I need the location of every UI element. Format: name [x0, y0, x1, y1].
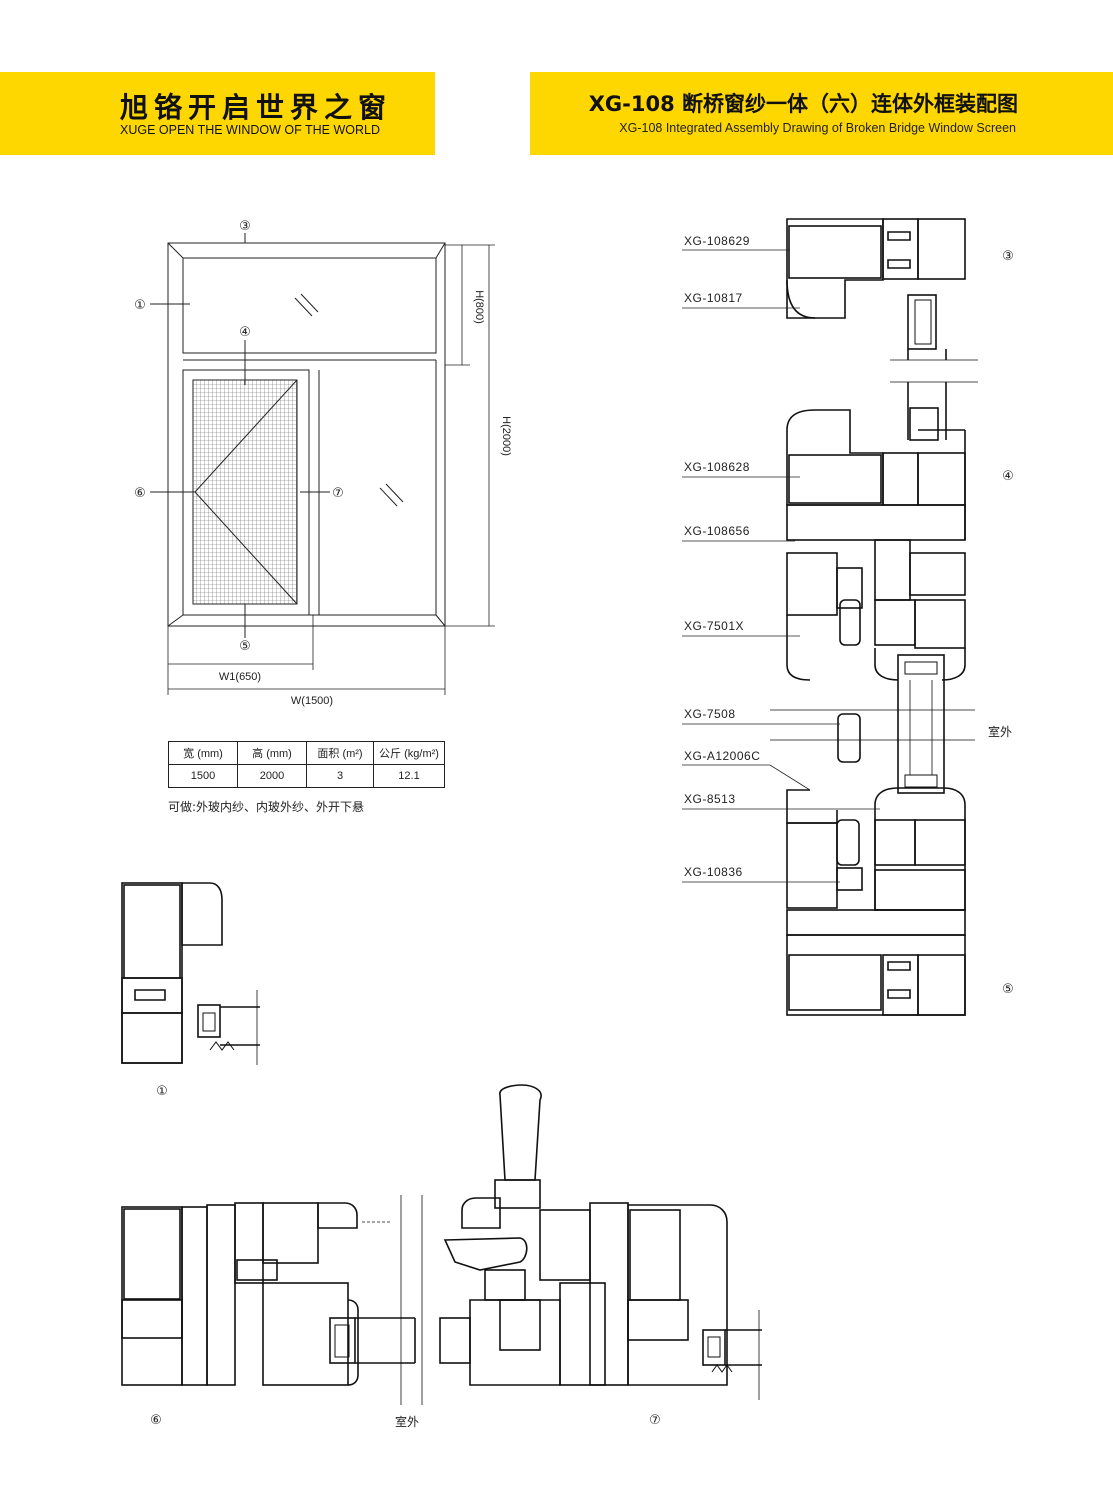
- dim-h-total: H(2000): [500, 416, 512, 456]
- section-marker-5: ⑤: [1002, 981, 1014, 996]
- label-xg-10817: XG-10817: [684, 291, 743, 305]
- vertical-section: [770, 218, 978, 1016]
- spec-weight-value: 12.1: [373, 764, 445, 788]
- horizontal-section: [121, 1084, 762, 1405]
- profile-xg-7501x: [786, 552, 838, 616]
- spec-header-height: 高 (mm): [237, 741, 307, 765]
- marker-1: ①: [134, 297, 146, 312]
- configuration-note: 可做:外玻内纱、内玻外纱、外开下悬: [168, 800, 365, 814]
- marker-6: ⑥: [134, 485, 146, 500]
- dim-w1: W1(650): [219, 671, 261, 683]
- dim-w: W(1500): [291, 695, 333, 707]
- brand-name-cn: 旭铬开启世界之窗: [120, 91, 393, 124]
- marker-5: ⑤: [239, 638, 251, 653]
- dim-h-top: H(800): [473, 290, 485, 324]
- section-markers: ③ ④ ⑤ 室外: [988, 248, 1014, 996]
- marker-4: ④: [239, 324, 251, 339]
- brand-banner: 旭铬开启世界之窗 XUGE OPEN THE WINDOW OF THE WOR…: [0, 72, 435, 155]
- spec-header-width: 宽 (mm): [168, 741, 238, 765]
- glass-middle-unit: [897, 654, 945, 794]
- bottom-outdoor-label: 室外: [395, 1414, 419, 1429]
- handle-lever: [443, 1237, 528, 1271]
- outer-frame: [167, 242, 446, 627]
- section-marker-6: ⑥: [150, 1412, 162, 1427]
- profile-xg-108629: [786, 218, 884, 319]
- label-xg-a12006c: XG-A12006C: [684, 749, 760, 763]
- marker-3: ③: [239, 218, 251, 233]
- spec-table-row: 1500 2000 3 12.1: [168, 764, 445, 788]
- drawing-title-cn: XG-108 断桥窗纱一体（六）连体外框装配图: [588, 92, 1018, 116]
- spec-table: 宽 (mm) 高 (mm) 面积 (m²) 公斤 (kg/m²) 1500 20…: [168, 741, 445, 788]
- dimension-lines: [167, 244, 495, 695]
- spec-height-value: 2000: [237, 764, 307, 788]
- profile-xg-7508: [837, 713, 861, 763]
- section-marker-3: ③: [1002, 248, 1014, 263]
- insect-screen-mesh: [192, 379, 298, 605]
- section-marker-4: ④: [1002, 468, 1014, 483]
- drawing-title-en: XG-108 Integrated Assembly Drawing of Br…: [619, 121, 1016, 135]
- handle-grip: [499, 1084, 542, 1181]
- profile-xg-8513: [786, 789, 838, 824]
- marker-7: ⑦: [332, 485, 344, 500]
- label-xg-7508: XG-7508: [684, 707, 736, 721]
- glass-top-unit: [907, 294, 937, 350]
- section-outdoor-label: 室外: [988, 724, 1012, 739]
- window-elevation: [150, 233, 446, 638]
- profile-xg-108656: [786, 504, 966, 541]
- spec-width-value: 1500: [168, 764, 238, 788]
- section-marker-7: ⑦: [649, 1412, 661, 1427]
- label-xg-108629: XG-108629: [684, 234, 750, 248]
- label-xg-108656: XG-108656: [684, 524, 750, 538]
- spec-header-area: 面积 (m²): [306, 741, 374, 765]
- horizontal-section-markers: ⑥ ⑦ 室外: [150, 1412, 661, 1429]
- section-leaders: [682, 249, 880, 883]
- spec-table-header-row: 宽 (mm) 高 (mm) 面积 (m²) 公斤 (kg/m²): [168, 741, 445, 765]
- label-xg-108628: XG-108628: [684, 460, 750, 474]
- label-xg-10836: XG-10836: [684, 865, 743, 879]
- title-banner: XG-108 断桥窗纱一体（六）连体外框装配图 XG-108 Integrate…: [530, 72, 1113, 155]
- section-labels: XG-108629 XG-10817 XG-108628 XG-108656 X…: [684, 234, 760, 879]
- label-xg-8513: XG-8513: [684, 792, 736, 806]
- profile-xg-10836: [786, 909, 966, 936]
- spec-area-value: 3: [306, 764, 374, 788]
- brand-slogan-en: XUGE OPEN THE WINDOW OF THE WORLD: [120, 123, 380, 137]
- top-transom-pane: [182, 257, 437, 354]
- elevation-markers: ③ ① ④ ⑥ ⑦ ⑤: [134, 218, 344, 653]
- dimension-labels: H(800) H(2000) W1(650) W(1500): [219, 290, 512, 707]
- profile-xg-108628: [786, 409, 884, 506]
- detail-1-section: [121, 882, 260, 1065]
- spec-header-weight: 公斤 (kg/m²): [373, 741, 445, 765]
- label-xg-7501x: XG-7501X: [684, 619, 744, 633]
- detail-1-marker: ①: [156, 1083, 168, 1098]
